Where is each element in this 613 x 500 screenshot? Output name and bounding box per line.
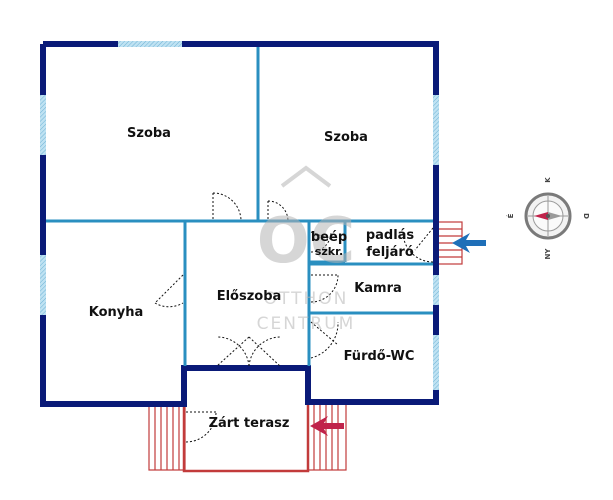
compass-icon: K D NY É: [506, 177, 590, 260]
compass-west: É: [506, 213, 515, 218]
compass-north: K: [544, 177, 552, 183]
room-label-zart-terasz: Zárt terasz: [209, 416, 290, 431]
inner-walls: [46, 47, 433, 366]
stairs-left: [148, 403, 186, 471]
stairs-right: [307, 403, 347, 471]
roof-icon: [280, 165, 332, 188]
room-label-padlas-2: feljáró: [366, 245, 414, 260]
entry-arrow-icon: [310, 416, 344, 436]
room-label-furdo-wc: Fürdő-WC: [344, 349, 415, 364]
watermark: OC OTTHON CENTRUM: [257, 165, 356, 334]
room-label-kamra: Kamra: [354, 281, 402, 296]
compass-south: NY: [544, 248, 552, 260]
compass-east: D: [582, 213, 590, 219]
watermark-line1: OTTHON: [264, 289, 349, 309]
watermark-line2: CENTRUM: [257, 314, 356, 334]
room-label-beep-1: beép: [311, 230, 347, 245]
room-label-szoba-2: Szoba: [324, 130, 368, 145]
room-label-padlas-1: padlás: [366, 228, 415, 243]
room-label-beep-2: szkr.: [315, 245, 343, 258]
room-label-eloszoba: Előszoba: [217, 289, 282, 304]
door-swings: [154, 192, 434, 443]
watermark-logo: OC: [257, 204, 355, 277]
attic-arrow-icon: [452, 233, 486, 253]
windows: [40, 41, 439, 390]
room-label-szoba-1: Szoba: [127, 126, 171, 141]
room-label-konyha: Konyha: [89, 305, 144, 320]
